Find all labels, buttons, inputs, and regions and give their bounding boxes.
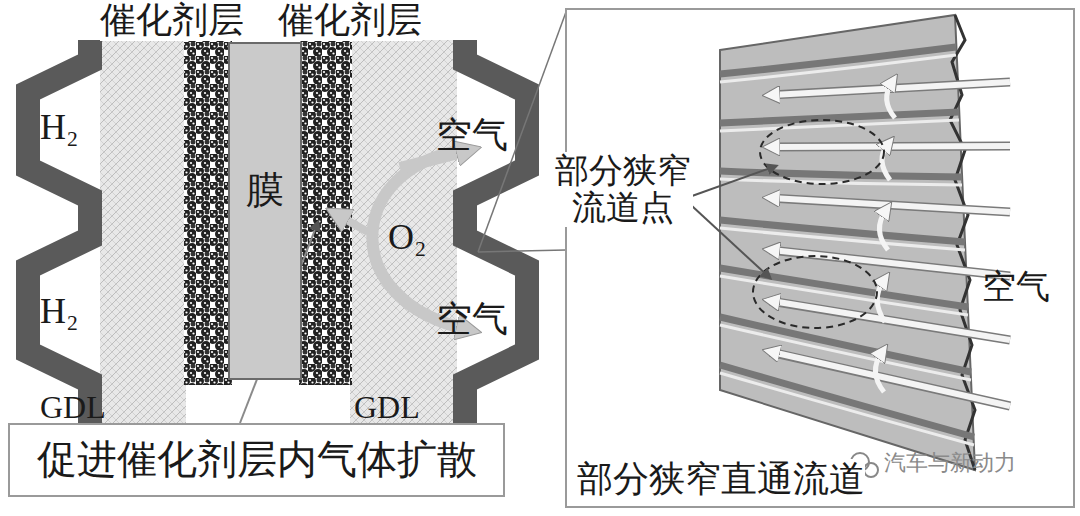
ridge-highlight (720, 179, 962, 185)
flow-arrow-outline (770, 250, 1010, 276)
oxygen-diffusion-arrow (336, 214, 368, 232)
gas-name: H₂ (40, 292, 79, 332)
watermark: 汽车与新动力 (884, 451, 1016, 475)
flow-arrow (772, 250, 1010, 276)
narrow-point-marker (760, 120, 884, 184)
ridge-highlight (720, 373, 974, 445)
detail-panel: 部分狭窄直通流道 (565, 8, 1075, 508)
gas-name: 空气 (436, 300, 508, 340)
pointer-line (692, 166, 776, 196)
flow-arrow (772, 352, 1010, 406)
pointer-line (692, 206, 770, 278)
watermark-icon (864, 463, 878, 477)
ridge-highlight (720, 55, 956, 82)
flow-arrow (772, 146, 1010, 147)
catalyst-layer (184, 40, 232, 385)
channel-groove (720, 365, 974, 437)
gas-name: O₂ (388, 218, 427, 258)
callout-label: 部分狭窄 流道点 (553, 152, 693, 227)
layer-name: 催化剂层 (278, 1, 422, 41)
ridge-highlight (720, 228, 965, 250)
membrane: 膜 (228, 42, 302, 380)
cathode-bipolar-plate (465, 40, 527, 425)
flow-arrow (772, 198, 1010, 212)
catalyst-layer (299, 40, 352, 385)
cross-flow-arrow (875, 352, 884, 392)
callout-box: 促进催化剂层内气体扩散 (8, 423, 505, 497)
flow-arrow-outline (770, 198, 1010, 212)
channel-groove (720, 268, 968, 307)
flow-arrow-outline (770, 146, 1010, 147)
layer-name: GDL (40, 390, 106, 425)
node-text: 促进催化剂层内气体扩散 (37, 437, 477, 483)
cross-flow-arrow (882, 144, 890, 180)
cross-flow-arrow (879, 210, 888, 250)
gas-diffusion-layer (100, 40, 186, 425)
narrow-point-marker (753, 256, 877, 328)
flow-arrow-outline (770, 301, 1010, 340)
node-text: 部分狭窄直通流道 (577, 459, 865, 500)
layer-name: GDL (354, 390, 420, 425)
anode-bipolar-plate (28, 40, 90, 425)
cross-flow-arrow (877, 280, 885, 322)
layer-name: 催化剂层 (100, 1, 244, 41)
gas-name: H₂ (40, 108, 79, 148)
cross-flow-arrow (887, 82, 895, 118)
node-text: 膜 (246, 169, 284, 213)
zoom-line (478, 250, 566, 252)
gas-name: 空气 (436, 116, 508, 156)
flow-arrow-outline (770, 352, 1010, 406)
flow-arrows (770, 82, 1010, 406)
gas-name: 空气 (982, 268, 1050, 305)
flow-arrow (772, 301, 1010, 340)
